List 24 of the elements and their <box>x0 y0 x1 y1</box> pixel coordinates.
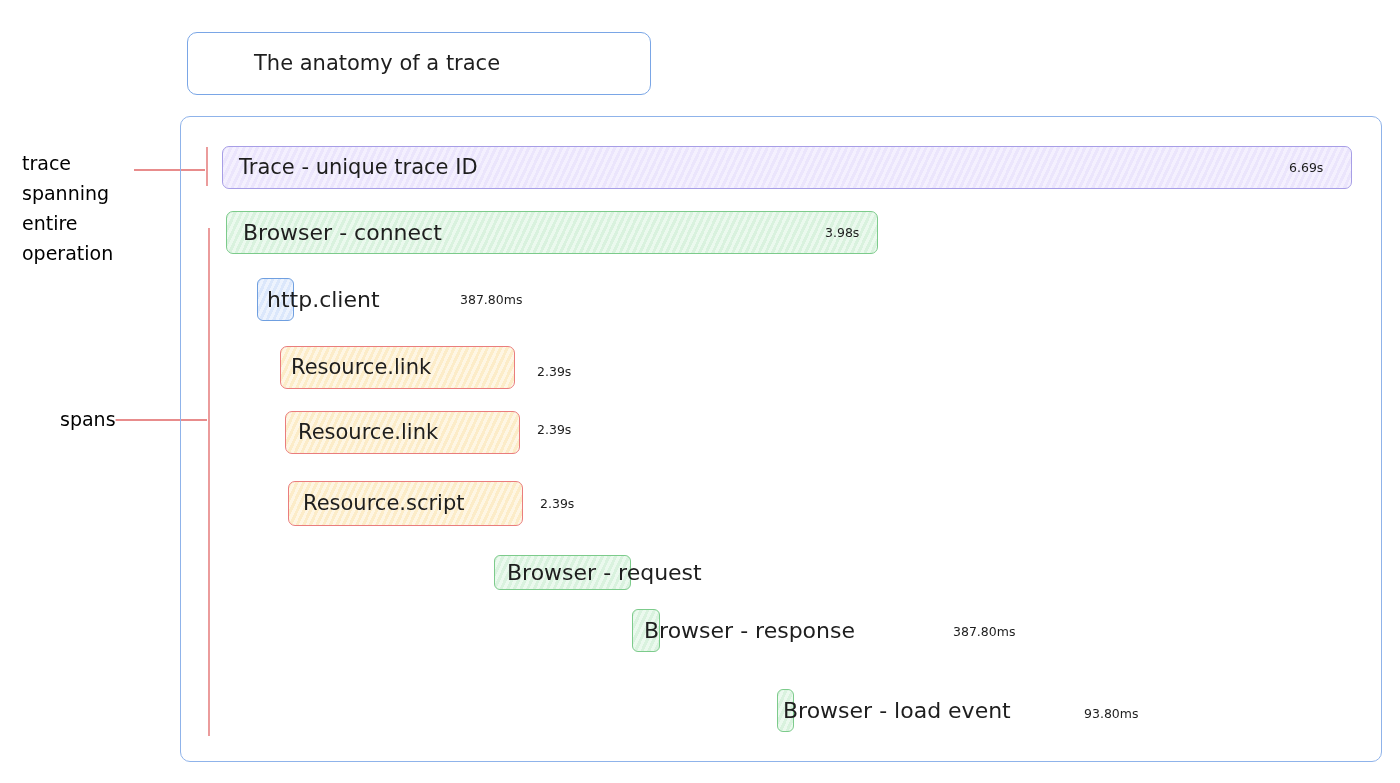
span-label: Trace - unique trace ID <box>239 154 478 181</box>
span-bar <box>226 211 878 254</box>
leader-line <box>133 169 206 171</box>
title-text: The anatomy of a trace <box>254 51 501 75</box>
duration-label: 6.69s <box>1289 159 1324 177</box>
leader-line <box>114 419 208 421</box>
span-label: Resource.link <box>298 419 439 446</box>
duration-label: 3.98s <box>825 224 860 242</box>
duration-label: 387.80ms <box>460 292 523 307</box>
duration-label: 93.80ms <box>1084 706 1139 721</box>
annotation-text: trace spanning entire operation <box>22 148 134 268</box>
span-bar <box>222 146 1352 189</box>
span-bar <box>280 346 515 389</box>
span-label: Resource.link <box>291 354 432 381</box>
duration-label: 2.39s <box>537 422 572 437</box>
duration-label: 387.80ms <box>953 624 1016 639</box>
span-label: Resource.script <box>303 490 465 517</box>
span-bar <box>285 411 520 454</box>
span-label: Browser - connect <box>243 219 442 247</box>
duration-label: 2.39s <box>540 496 575 511</box>
span-bar <box>288 481 523 526</box>
annotation-text: spans <box>60 404 116 434</box>
duration-label: 2.39s <box>537 364 572 379</box>
panel-frame <box>180 116 1382 762</box>
